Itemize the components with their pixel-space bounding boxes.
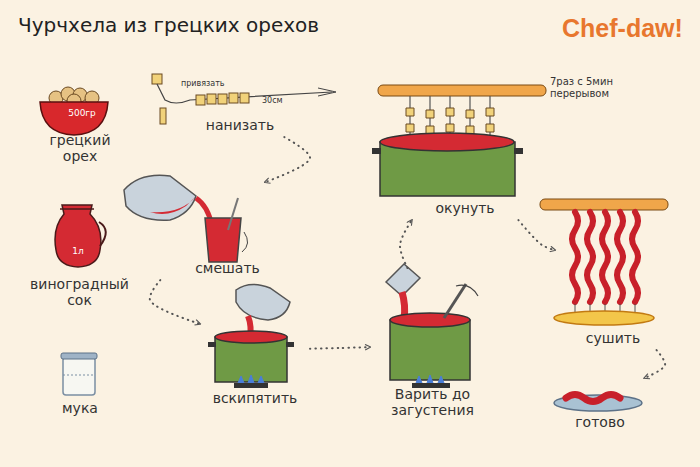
step: сушить	[555, 195, 670, 350]
boiling-pot	[286, 342, 294, 347]
cooking-pot	[390, 320, 470, 380]
cooking-pot	[416, 375, 444, 383]
step-caption: смешать	[190, 260, 265, 276]
cooking-pot	[390, 313, 470, 327]
step: Варить до загустения	[370, 268, 495, 422]
threaded-nuts	[318, 88, 336, 96]
step-caption: мука	[38, 400, 122, 416]
mixing	[242, 232, 248, 252]
mixing	[124, 175, 196, 220]
note: привязать	[181, 79, 225, 88]
dipping-pot	[378, 85, 546, 96]
cooking-pot	[386, 264, 420, 296]
boiling-pot	[236, 284, 290, 320]
step: готово	[550, 378, 650, 434]
drying-rack	[617, 212, 623, 302]
drying-rack	[540, 199, 668, 210]
walnut-bowl	[40, 102, 108, 135]
ready-plate	[566, 395, 620, 402]
step: вскипятить	[200, 290, 310, 410]
dotted-arrow	[518, 220, 555, 250]
amount-label: 1л	[66, 246, 90, 256]
walnut-bowl	[40, 87, 108, 135]
dotted-arrow	[400, 220, 412, 268]
flour-jar	[63, 357, 95, 395]
ready-plate	[554, 395, 642, 412]
step: окунуть	[365, 70, 530, 220]
note: 7раз с 5мин перерывом	[550, 76, 620, 99]
step-caption: нанизать	[195, 117, 285, 133]
boiling-pot	[234, 383, 268, 388]
threaded-nuts	[207, 94, 216, 104]
step-caption: окунуть	[425, 200, 505, 216]
step-caption: Варить до загустения	[375, 386, 490, 418]
ready-plate	[554, 395, 642, 411]
flour-jar	[61, 353, 97, 359]
juice-jug	[55, 205, 101, 267]
amount-label: 500гр	[62, 108, 102, 118]
threaded-nuts	[160, 108, 166, 124]
cooking-pot	[456, 285, 478, 296]
drying-rack	[572, 212, 578, 302]
dipping-pot	[514, 148, 523, 154]
threaded-nuts	[229, 93, 238, 103]
juice-jug	[99, 222, 106, 246]
drying-rack	[602, 212, 608, 302]
flour-jar	[61, 353, 97, 395]
boiling-pot	[215, 331, 287, 343]
ingredient: мука	[38, 350, 122, 420]
step-caption: готово	[562, 414, 638, 430]
mixing	[205, 218, 241, 262]
drying-rack	[587, 212, 593, 302]
juice-jug	[55, 205, 106, 267]
dipping-pot	[372, 85, 546, 196]
cooking-pot	[444, 284, 466, 318]
drying-rack	[554, 311, 654, 325]
mixing	[150, 196, 196, 214]
step-caption: вскипятить	[200, 390, 310, 406]
dimension: 30см	[262, 96, 283, 105]
step: нанизать	[140, 65, 340, 137]
dotted-arrow	[150, 280, 200, 324]
dipping-pot	[380, 133, 514, 151]
title: Чурчхела из грецких орехов	[18, 14, 319, 37]
step: смешать	[115, 165, 265, 280]
ingredient: 500гр грецкий орех	[30, 78, 130, 169]
ingredient: 1л виноградный сок	[22, 200, 137, 313]
drying-rack	[540, 199, 668, 325]
mixing	[124, 175, 248, 262]
dipping-pot	[372, 148, 381, 154]
mixing	[228, 198, 238, 230]
flour-jar	[63, 375, 95, 376]
threaded-nuts	[196, 95, 205, 105]
juice-jug	[60, 208, 94, 210]
threaded-nuts	[240, 93, 249, 103]
dotted-arrow	[644, 350, 665, 378]
dotted-arrow	[310, 347, 370, 349]
cooking-pot	[386, 264, 478, 388]
step-caption: сушить	[573, 330, 653, 346]
step-caption: грецкий орех	[45, 132, 115, 164]
threaded-nuts	[218, 94, 227, 104]
logo: Chef-daw!	[562, 14, 683, 43]
boiling-pot	[238, 375, 264, 383]
boiling-pot	[208, 284, 294, 388]
boiling-pot	[208, 342, 216, 347]
dotted-arrow	[265, 137, 310, 182]
threaded-nuts	[152, 74, 162, 84]
drying-rack	[632, 212, 638, 302]
threaded-nuts	[152, 74, 336, 124]
step-caption: виноградный сок	[22, 276, 137, 308]
dipping-pot	[406, 108, 494, 134]
